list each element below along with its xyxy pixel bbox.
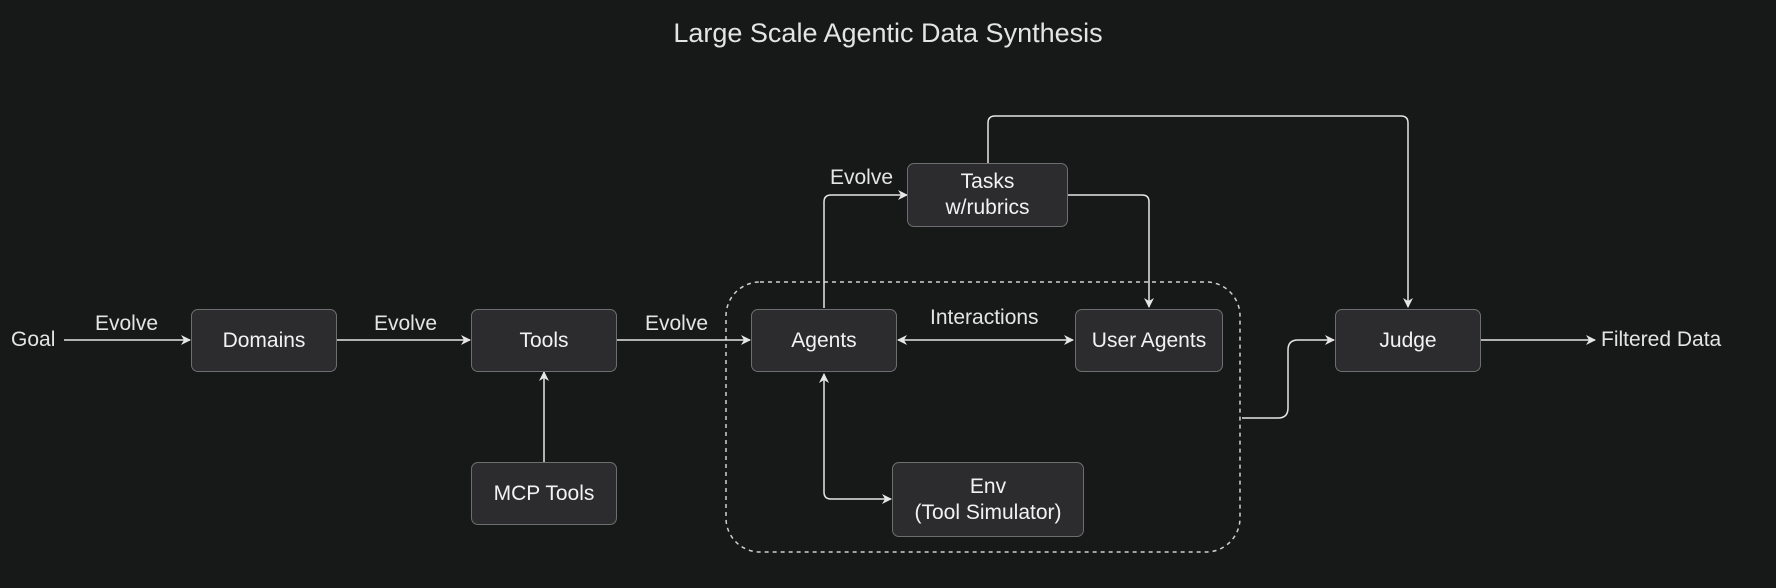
domains-node-label: Domains bbox=[222, 328, 306, 352]
mcp-tools-node: MCP Tools bbox=[471, 462, 617, 525]
judge-node-label: Judge bbox=[1379, 328, 1437, 352]
tasks-to-judge-arrow bbox=[987, 115, 1413, 308]
tasks-node: Tasks w/rubrics bbox=[907, 163, 1068, 227]
tools-node-label: Tools bbox=[519, 328, 569, 352]
agents-node-label: Agents bbox=[791, 328, 857, 352]
group-to-judge-arrow bbox=[1242, 335, 1335, 419]
evolve-label-agents-tasks: Evolve bbox=[830, 166, 894, 189]
agents-env-arrow bbox=[819, 373, 892, 504]
diagram-title: Large Scale Agentic Data Synthesis bbox=[673, 18, 1103, 48]
tasks-node-label-line1: Tasks bbox=[960, 170, 1015, 193]
user-agents-node: User Agents bbox=[1075, 309, 1223, 372]
interactions-label: Interactions bbox=[930, 306, 1039, 329]
agents-node: Agents bbox=[751, 309, 897, 372]
evolve-label-goal-domains: Evolve bbox=[95, 312, 159, 335]
domains-node: Domains bbox=[191, 309, 337, 372]
goal-label: Goal bbox=[11, 328, 56, 351]
judge-node: Judge bbox=[1335, 309, 1481, 372]
filtered-data-label: Filtered Data bbox=[1601, 328, 1722, 351]
mcp-tools-node-label: MCP Tools bbox=[493, 481, 595, 505]
agents-to-tasks-arrow bbox=[823, 190, 908, 308]
evolve-label-tools-agents: Evolve bbox=[645, 312, 709, 335]
env-node-label-line2: (Tool Simulator) bbox=[914, 500, 1062, 524]
tasks-node-label-line2: w/rubrics bbox=[945, 196, 1030, 219]
env-node: Env (Tool Simulator) bbox=[892, 462, 1084, 537]
tools-node: Tools bbox=[471, 309, 617, 372]
tasks-to-user-agents-arrow bbox=[1068, 194, 1154, 308]
evolve-label-domains-tools: Evolve bbox=[374, 312, 438, 335]
env-node-label-line1: Env bbox=[969, 474, 1007, 498]
user-agents-node-label: User Agents bbox=[1091, 328, 1207, 352]
agent-env-group-boundary bbox=[725, 281, 1241, 553]
